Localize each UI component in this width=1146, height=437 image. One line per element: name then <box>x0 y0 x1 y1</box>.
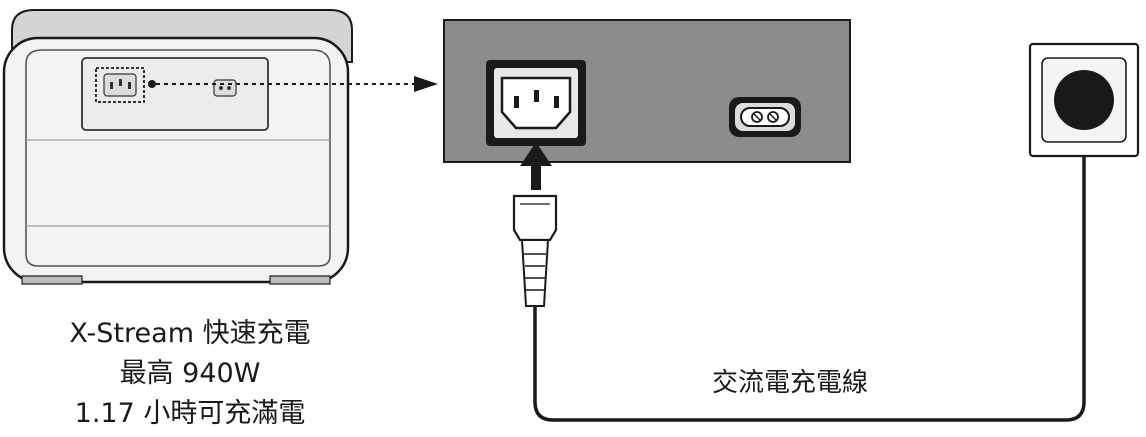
cable-label: 交流電充電線 <box>711 368 868 398</box>
arrow-right-icon <box>414 76 438 92</box>
station-caption-line1: X-Stream 快速充電 <box>69 318 311 349</box>
power-station <box>2 9 353 285</box>
rear-panel-zoom <box>443 19 851 163</box>
station-caption-line2: 最高 940W <box>119 358 261 389</box>
station-caption-line3: 1.17 小時可充滿電 <box>74 398 306 429</box>
panel-small-outlet <box>729 97 801 137</box>
iec-plug-icon <box>512 194 558 307</box>
zoom-pointer <box>148 76 438 92</box>
ac-charging-cable <box>533 120 1086 422</box>
wall-socket-icon <box>1028 42 1140 158</box>
panel-ac-inlet <box>486 60 586 146</box>
station-small-outlet <box>213 79 237 97</box>
station-ac-inlet <box>95 67 145 103</box>
arrow-down-icon <box>520 142 552 190</box>
